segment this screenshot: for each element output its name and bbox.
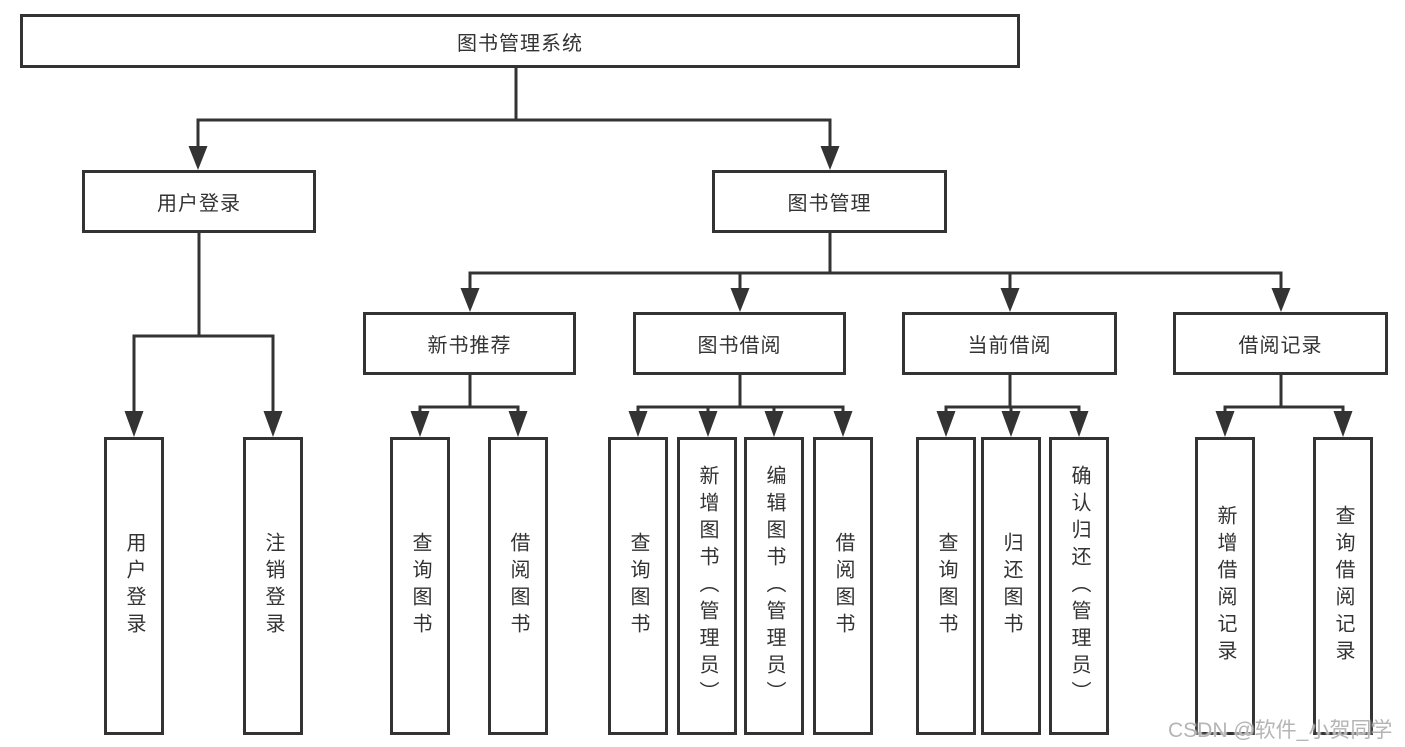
leaf-record-add-borrow-record-label: 新增借阅记录	[1214, 505, 1236, 667]
leaf-newbook-query-book: 查询图书	[390, 437, 450, 735]
leaf-borrow-edit-book-admin-label: 编辑图书（管理员）	[763, 464, 785, 708]
leaf-record-query-borrow-record: 查询借阅记录	[1313, 437, 1373, 735]
node-book-management: 图书管理	[712, 170, 947, 233]
leaf-borrow-query-book-label: 查询图书	[627, 532, 649, 640]
leaf-newbook-query-book-label: 查询图书	[409, 532, 431, 640]
node-book-borrow-label: 图书借阅	[697, 335, 782, 357]
leaf-current-return-book: 归还图书	[981, 437, 1041, 735]
leaf-current-confirm-return-admin: 确认归还（管理员）	[1049, 437, 1109, 735]
leaf-current-confirm-return-admin-label: 确认归还（管理员）	[1068, 464, 1090, 708]
leaf-record-add-borrow-record: 新增借阅记录	[1195, 437, 1255, 735]
leaf-logout-login-label: 注销登录	[262, 532, 284, 640]
leaf-borrow-borrow-book-label: 借阅图书	[832, 532, 854, 640]
leaf-current-query-book: 查询图书	[916, 437, 976, 735]
leaf-newbook-borrow-book-label: 借阅图书	[507, 532, 529, 640]
node-borrow-record: 借阅记录	[1173, 312, 1388, 375]
node-new-book-recommend: 新书推荐	[363, 312, 576, 375]
node-user-login: 用户登录	[82, 170, 316, 233]
node-new-book-recommend-label: 新书推荐	[427, 335, 512, 357]
leaf-borrow-borrow-book: 借阅图书	[813, 437, 873, 735]
leaf-logout-login: 注销登录	[243, 437, 303, 735]
leaf-record-query-borrow-record-label: 查询借阅记录	[1332, 505, 1354, 667]
leaf-borrow-edit-book-admin: 编辑图书（管理员）	[744, 437, 804, 735]
node-book-borrow: 图书借阅	[633, 312, 846, 375]
leaf-user-login: 用户登录	[104, 437, 164, 735]
node-user-login-label: 用户登录	[157, 193, 241, 215]
leaf-borrow-query-book: 查询图书	[608, 437, 668, 735]
node-current-borrow: 当前借阅	[902, 312, 1117, 375]
node-root: 图书管理系统	[20, 14, 1020, 68]
node-borrow-record-label: 借阅记录	[1238, 335, 1323, 357]
node-current-borrow-label: 当前借阅	[967, 335, 1052, 357]
leaf-current-return-book-label: 归还图书	[1000, 532, 1022, 640]
leaf-borrow-add-book-admin: 新增图书（管理员）	[677, 437, 737, 735]
leaf-user-login-label: 用户登录	[123, 532, 145, 640]
leaf-newbook-borrow-book: 借阅图书	[488, 437, 548, 735]
node-book-management-label: 图书管理	[787, 193, 872, 215]
csdn-watermark: CSDN @软件_小贺同学	[1168, 719, 1393, 742]
node-root-label: 图书管理系统	[457, 32, 583, 55]
leaf-borrow-add-book-admin-label: 新增图书（管理员）	[696, 464, 718, 708]
leaf-current-query-book-label: 查询图书	[935, 532, 957, 640]
